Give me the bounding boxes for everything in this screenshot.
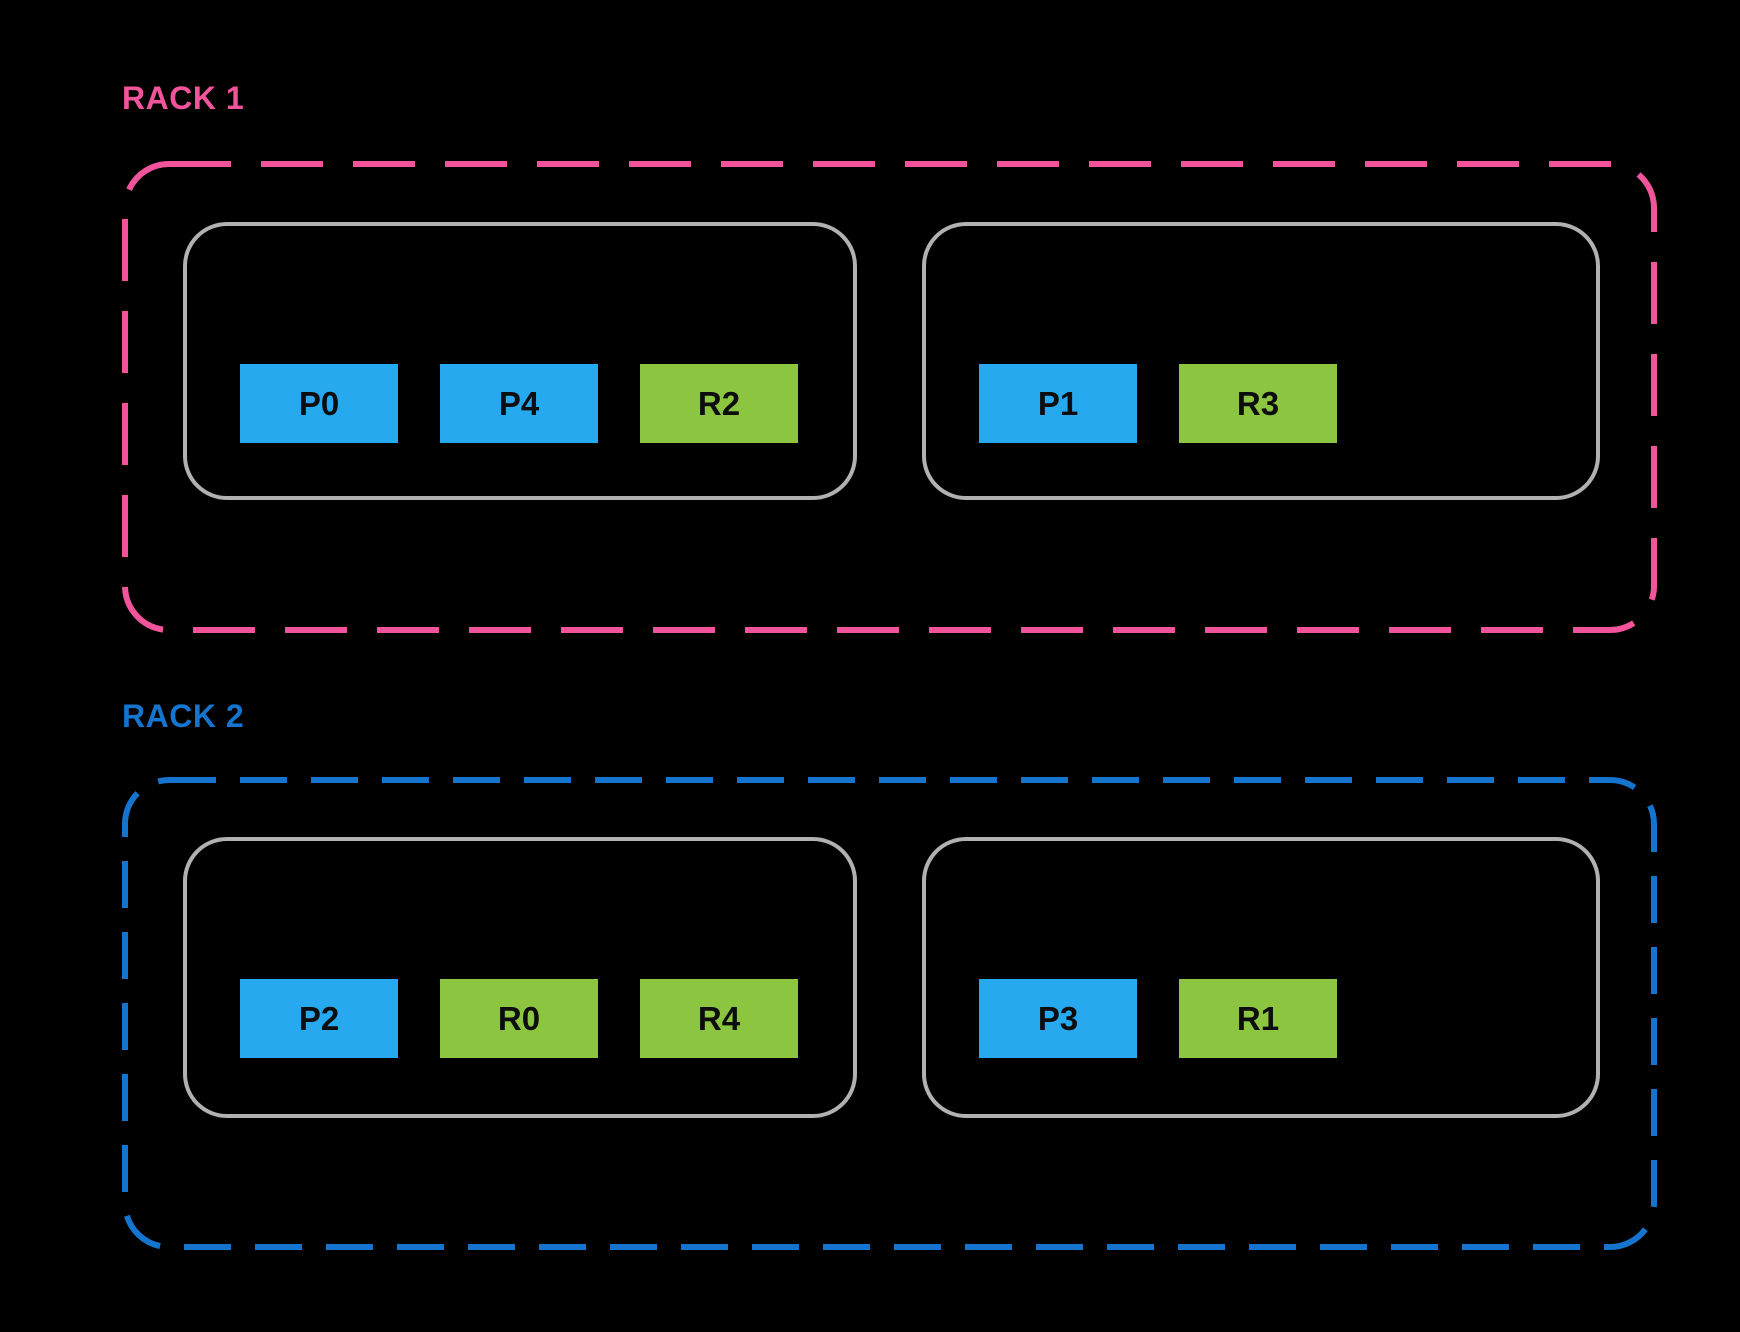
rack-1-node-2: P1 R3 (922, 222, 1600, 500)
rack-1-dashed-border-icon (122, 161, 1657, 633)
chip-p3-label: P3 (1037, 999, 1079, 1037)
chip-p2: P2 (240, 979, 398, 1058)
chip-r3: R3 (1179, 364, 1337, 443)
chip-p4-label: P4 (498, 384, 540, 422)
rack-2-node-2: P3 R1 (922, 837, 1600, 1118)
rack-2-dashed-border-icon (122, 777, 1657, 1250)
rack-1-node-1: P0 P4 R2 (183, 222, 857, 500)
rack-2-node-1: P2 R0 R4 (183, 837, 857, 1118)
chip-p1: P1 (979, 364, 1137, 443)
chip-p0: P0 (240, 364, 398, 443)
rack-2-boundary: P2 R0 R4 P3 R1 (122, 777, 1657, 1250)
chip-p3: P3 (979, 979, 1137, 1058)
chip-r1-label: R1 (1236, 999, 1280, 1037)
chip-r3-label: R3 (1236, 384, 1280, 422)
chip-r0-label: R0 (497, 999, 541, 1037)
rack-1-label: RACK 1 (122, 80, 245, 116)
chip-p2-label: P2 (298, 999, 340, 1037)
chip-r2-label: R2 (697, 384, 741, 422)
rack-2-label: RACK 2 (122, 698, 245, 734)
chip-r2: R2 (640, 364, 798, 443)
rack-1-boundary: P0 P4 R2 P1 R3 (122, 161, 1657, 633)
chip-r1: R1 (1179, 979, 1337, 1058)
chip-p4: P4 (440, 364, 598, 443)
chip-r4: R4 (640, 979, 798, 1058)
chip-p0-label: P0 (298, 384, 340, 422)
chip-r0: R0 (440, 979, 598, 1058)
chip-r4-label: R4 (697, 999, 741, 1037)
chip-p1-label: P1 (1037, 384, 1079, 422)
